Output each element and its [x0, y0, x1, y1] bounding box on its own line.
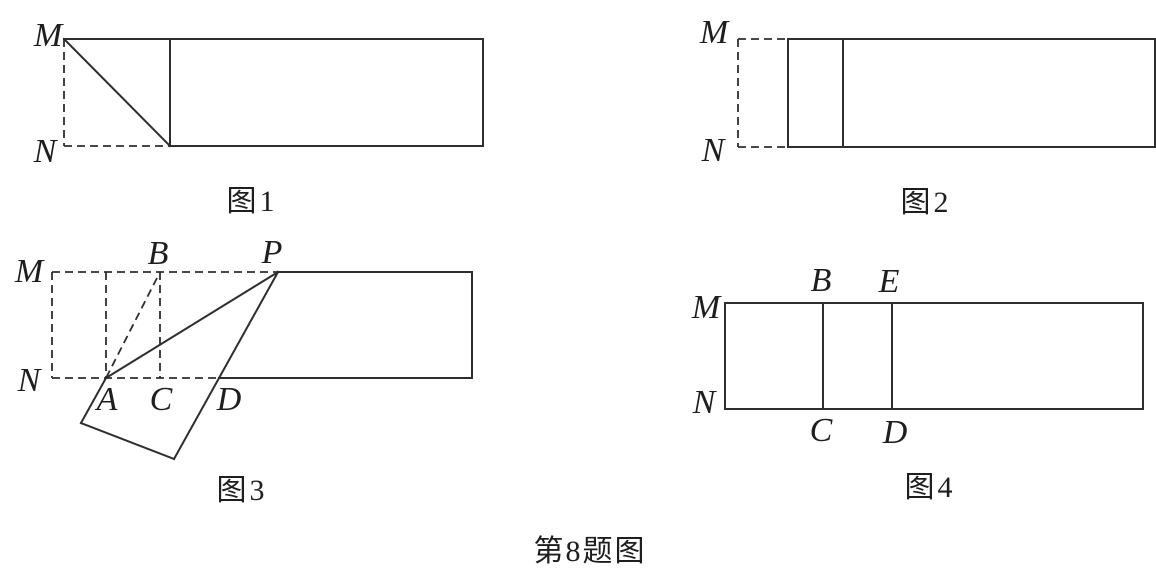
problem-caption: 第8题图: [533, 535, 647, 568]
figure-3-point-label-A: A: [95, 381, 118, 418]
figure-1-point-label-M: M: [33, 17, 64, 54]
solid-edge: [79, 421, 176, 461]
figure-4-group: M N B E C D: [691, 262, 1144, 451]
figure-2-group: MN: [699, 14, 1156, 169]
figure-3-point-label-B: B: [148, 235, 169, 272]
solid-edge: [79, 376, 108, 425]
solid-edge: [172, 270, 280, 461]
solid-edge: [104, 270, 280, 380]
figure-4-point-label-D: D: [882, 414, 908, 451]
figure-4-point-label-C: C: [810, 412, 833, 449]
figure-2-point-label-N: N: [701, 132, 727, 169]
figure-1-point-label-N: N: [33, 133, 59, 170]
figure-3-caption: 图3: [216, 474, 268, 507]
figure-3-point-label-D: D: [216, 381, 242, 418]
figure-4-point-label-M: M: [691, 289, 722, 326]
figure-4-caption: 图4: [904, 471, 956, 504]
figure-4-point-label-E: E: [878, 263, 900, 300]
figure-1-group: MN: [33, 17, 484, 170]
figure-4-point-label-N: N: [692, 384, 718, 421]
figure-3-point-label-P: P: [261, 234, 283, 271]
figure-4-point-label-B: B: [811, 262, 832, 299]
figure-3-point-label-M: M: [14, 253, 45, 290]
figure-3-point-label-C: C: [150, 381, 173, 418]
figure-1-caption: 图1: [226, 185, 278, 218]
dashed-edge: [105, 277, 158, 379]
figure-3-point-label-N: N: [17, 362, 43, 399]
solid-edge: [62, 37, 172, 148]
figure-2-point-label-M: M: [699, 14, 730, 51]
figure-2-caption: 图2: [900, 186, 952, 219]
